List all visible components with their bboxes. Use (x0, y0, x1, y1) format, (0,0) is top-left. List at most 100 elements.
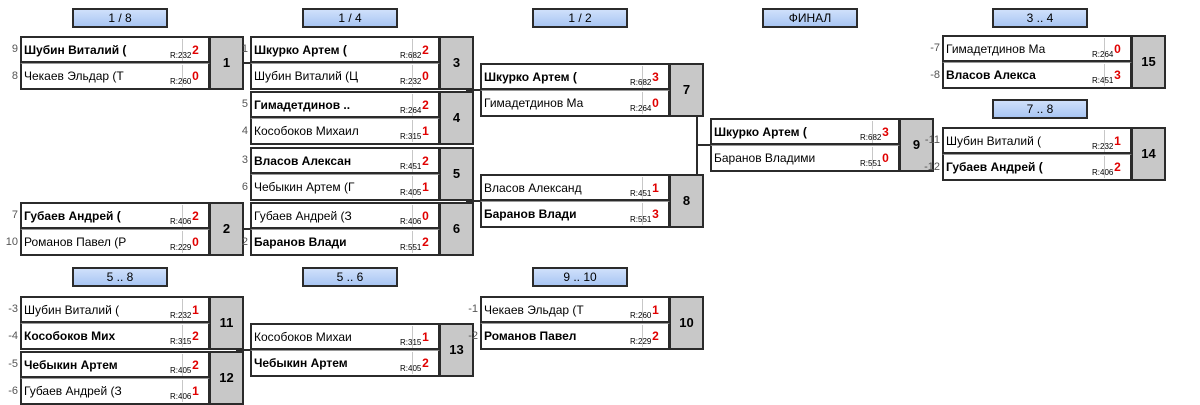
match-15: -7 -8 Гимадетдинов Ма R:264 0 Власов Але… (930, 35, 1200, 89)
player-slot[interactable]: Шубин Виталий ( R:232 1 (942, 127, 1132, 154)
player-rating: R:551 (400, 243, 422, 252)
player-slot[interactable]: Шубин Виталий ( R:232 1 (20, 296, 210, 323)
player-slot[interactable]: Романов Павел R:229 2 (480, 323, 670, 350)
player-slot[interactable]: Губаев Андрей (З R:406 0 (250, 202, 440, 229)
player-score: 1 (642, 299, 668, 321)
player-slot[interactable]: Чекаев Эльдар (Т R:260 1 (480, 296, 670, 323)
player-name: Власов Александ (484, 181, 582, 195)
player-rating: R:264 (630, 104, 652, 113)
player-slot[interactable]: Романов Павел (Р R:229 0 (20, 229, 210, 256)
player-score: 0 (642, 92, 668, 114)
match-number[interactable]: 15 (1132, 35, 1166, 89)
player-slot[interactable]: Кособоков Мих R:315 2 (20, 323, 210, 350)
player-name: Власов Алексан (254, 154, 352, 168)
match-number[interactable]: 3 (440, 36, 474, 90)
player-name: Баранов Влади (254, 235, 347, 249)
player-name: Романов Павел (Р (24, 235, 127, 249)
match-number[interactable]: 13 (440, 323, 474, 377)
match-number[interactable]: 6 (440, 202, 474, 256)
player-name: Баранов Влади (484, 207, 577, 221)
seed-number: 7 (11, 209, 18, 221)
player-name: Романов Павел (484, 329, 577, 343)
player-name: Шубин Виталий ( (946, 134, 1042, 148)
player-slot[interactable]: Баранов Влади R:551 3 (480, 201, 670, 228)
player-name: Чекаев Эльдар (Т (24, 69, 124, 83)
player-rating: R:451 (630, 189, 652, 198)
player-slot[interactable]: Шубин Виталий ( R:232 2 (20, 36, 210, 63)
player-slot[interactable]: Губаев Андрей ( R:406 2 (20, 202, 210, 229)
player-slot[interactable]: Власов Александ R:451 1 (480, 174, 670, 201)
match-6: 2 Губаев Андрей (З R:406 0 Баранов Влади… (242, 202, 508, 256)
player-slot[interactable]: Губаев Андрей (З R:406 1 (20, 378, 210, 405)
player-score: 0 (412, 205, 438, 227)
player-name: Шубин Виталий ( (24, 303, 120, 317)
player-name: Чебыкин Артем (24, 358, 118, 372)
player-name: Шкурко Артем ( (254, 43, 347, 57)
player-name: Чебыкин Артем (Г (254, 180, 355, 194)
player-slot[interactable]: Губаев Андрей ( R:406 2 (942, 154, 1132, 181)
match-number[interactable]: 10 (670, 296, 704, 350)
player-name: Чекаев Эльдар (Т (484, 303, 584, 317)
player-slot[interactable]: Баранов Влади R:551 2 (250, 229, 440, 256)
player-slot[interactable]: Кособоков Михаил R:315 1 (250, 118, 440, 145)
match-8: Власов Александ R:451 1 Баранов Влади R:… (480, 174, 738, 228)
player-name: Гимадетдинов Ма (946, 42, 1046, 56)
player-rating: R:264 (1092, 50, 1114, 59)
match-number[interactable]: 1 (210, 36, 244, 90)
match-number[interactable]: 5 (440, 147, 474, 201)
match-11: -3 -4 Шубин Виталий ( R:232 1 Кособоков … (8, 296, 278, 350)
player-name: Губаев Андрей (З (24, 384, 122, 398)
player-slot[interactable]: Гимадетдинов .. R:264 2 (250, 91, 440, 118)
match-number[interactable]: 4 (440, 91, 474, 145)
match-14: -11 -12 Шубин Виталий ( R:232 1 Губаев А… (924, 127, 1200, 181)
player-slot[interactable]: Баранов Владими R:551 0 (710, 145, 900, 172)
match-number[interactable]: 12 (210, 351, 244, 405)
player-score: 0 (1104, 38, 1130, 60)
match-number[interactable]: 14 (1132, 127, 1166, 181)
player-slot[interactable]: Шубин Виталий (Ц R:232 0 (250, 63, 440, 90)
player-slot[interactable]: Чебыкин Артем (Г R:405 1 (250, 174, 440, 201)
player-rating: R:406 (400, 217, 422, 226)
player-score: 3 (1104, 64, 1130, 86)
player-slot[interactable]: Чебыкин Артем R:405 2 (20, 351, 210, 378)
player-slot[interactable]: Власов Алексан R:451 2 (250, 147, 440, 174)
player-rating: R:260 (630, 311, 652, 320)
player-score: 1 (412, 120, 438, 142)
match-number[interactable]: 9 (900, 118, 934, 172)
player-rating: R:315 (170, 337, 192, 346)
player-name: Власов Алекса (946, 68, 1036, 82)
match-number[interactable]: 7 (670, 63, 704, 117)
round-header-1-8: 1 / 8 (72, 8, 168, 28)
player-rating: R:232 (170, 51, 192, 60)
match-number[interactable]: 8 (670, 174, 704, 228)
player-slot[interactable]: Шкурко Артем ( R:682 3 (480, 63, 670, 90)
player-score: 2 (412, 94, 438, 116)
match-number[interactable]: 2 (210, 202, 244, 256)
round-header-3-4: 3 .. 4 (992, 8, 1088, 28)
round-header-5-6: 5 .. 6 (302, 267, 398, 287)
player-name: Губаев Андрей (З (254, 209, 352, 223)
seed-number: 3 (241, 154, 248, 166)
player-score: 1 (1104, 130, 1130, 152)
match-3: 1 Шкурко Артем ( R:682 2 Шубин Виталий (… (242, 36, 508, 90)
round-header-5-8: 5 .. 8 (72, 267, 168, 287)
player-slot[interactable]: Гимадетдинов Ма R:264 0 (942, 35, 1132, 62)
player-slot[interactable]: Кособоков Михаи R:315 1 (250, 323, 440, 350)
seed-number: 9 (11, 43, 18, 55)
player-slot[interactable]: Власов Алекса R:451 3 (942, 62, 1132, 89)
bracket-connector (466, 89, 480, 91)
player-slot[interactable]: Шкурко Артем ( R:682 3 (710, 118, 900, 145)
player-score: 0 (412, 65, 438, 87)
player-name: Шкурко Артем ( (484, 70, 577, 84)
match-number[interactable]: 11 (210, 296, 244, 350)
player-rating: R:451 (400, 162, 422, 171)
player-name: Губаев Андрей ( (946, 160, 1043, 174)
player-score: 3 (872, 121, 898, 143)
player-score: 1 (182, 380, 208, 402)
seed-number: -2 (468, 330, 478, 342)
player-slot[interactable]: Шкурко Артем ( R:682 2 (250, 36, 440, 63)
player-rating: R:406 (1092, 168, 1114, 177)
player-slot[interactable]: Чекаев Эльдар (Т R:260 0 (20, 63, 210, 90)
player-slot[interactable]: Гимадетдинов Ма R:264 0 (480, 90, 670, 117)
player-slot[interactable]: Чебыкин Артем R:405 2 (250, 350, 440, 377)
